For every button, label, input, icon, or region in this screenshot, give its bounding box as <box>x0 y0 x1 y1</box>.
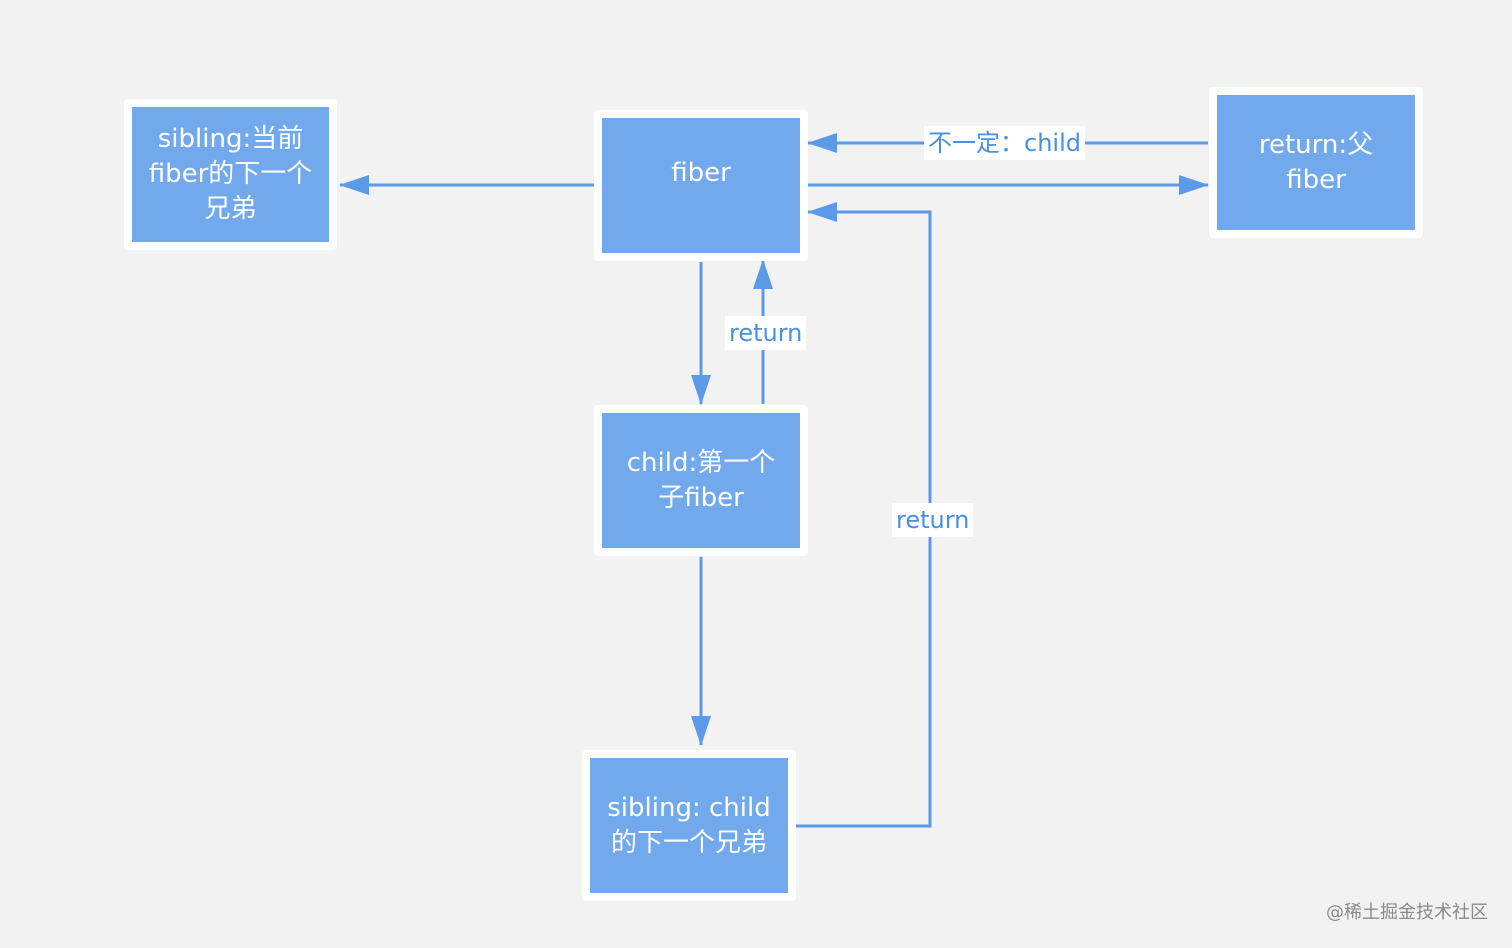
node-return-parent: return:父fiber <box>1209 87 1423 238</box>
node-sibling: sibling:当前fiber的下一个兄弟 <box>124 99 337 250</box>
node-child-sibling: sibling: child的下一个兄弟 <box>582 750 796 901</box>
label-not-always-child: 不一定：child <box>924 126 1085 160</box>
label-child-return: return <box>725 316 807 350</box>
label-sibling-return: return <box>892 503 974 537</box>
node-fiber: fiber <box>594 110 808 261</box>
watermark: @稀土掘金技术社区 <box>1326 902 1488 923</box>
node-child: child:第一个子fiber <box>594 405 808 556</box>
